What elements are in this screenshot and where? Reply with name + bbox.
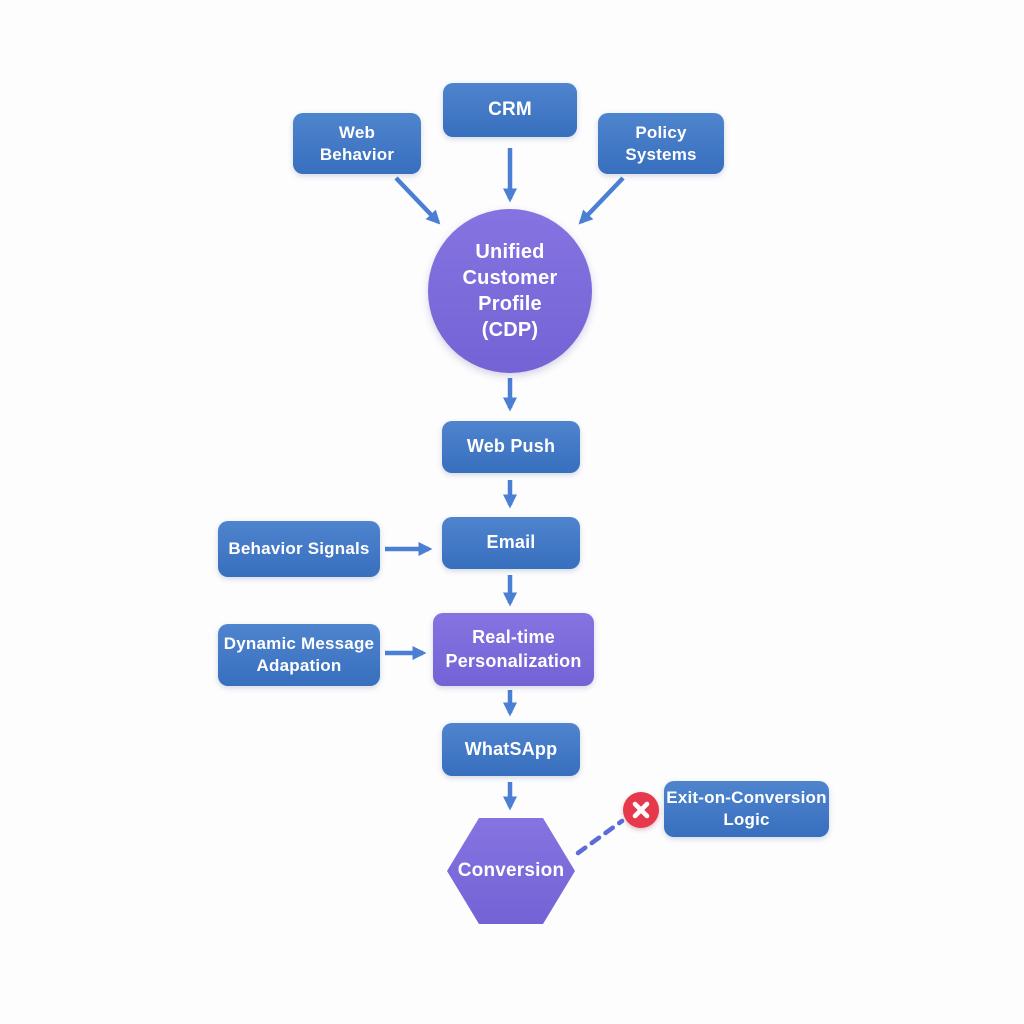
- arrow-web-behavior-to-cdp: [394, 176, 441, 225]
- node-label: (CDP): [481, 319, 539, 341]
- node-label: Conversion: [457, 859, 565, 881]
- node-policy-systems: Policy Systems: [598, 113, 724, 174]
- node-label: Personalization: [445, 650, 582, 671]
- node-label: Email: [486, 532, 536, 553]
- node-web-push: Web Push: [442, 421, 580, 473]
- node-dynamic-message-adapation: Dynamic Message Adapation: [218, 624, 380, 686]
- node-label: CRM: [488, 98, 532, 120]
- node-exit-on-conversion-logic: Exit-on-Conversion Logic: [664, 781, 829, 837]
- node-whatsapp: WhatSApp: [442, 723, 580, 776]
- node-label: Systems: [625, 144, 697, 164]
- node-unified-customer-profile-cdp: Unified Customer Profile (CDP): [428, 209, 592, 373]
- node-label: Adapation: [256, 656, 342, 675]
- node-label: WhatSApp: [464, 738, 558, 759]
- node-behavior-signals: Behavior Signals: [218, 521, 380, 577]
- node-label: Policy: [635, 122, 687, 142]
- node-label: Unified: [475, 241, 545, 263]
- node-label: Web: [338, 122, 376, 142]
- error-x-icon: [623, 792, 659, 828]
- node-label: Behavior: [319, 144, 395, 164]
- node-label: Behavior Signals: [228, 539, 370, 559]
- node-crm: CRM: [443, 83, 577, 137]
- node-web-behavior: Web Behavior: [293, 113, 421, 174]
- node-label: Logic: [723, 810, 770, 829]
- node-label: Real-time: [472, 627, 555, 648]
- arrow-policy-systems-to-cdp: [578, 176, 625, 225]
- node-label: Dynamic Message: [223, 634, 375, 654]
- node-conversion: Conversion: [447, 818, 575, 924]
- x-glyph: [632, 801, 650, 819]
- node-email: Email: [442, 517, 580, 569]
- node-label: Web Push: [466, 436, 556, 457]
- node-realtime-personalization: Real-time Personalization: [433, 613, 594, 686]
- dashed-line-conversion-to-exit-logic: [575, 818, 625, 856]
- node-label: Exit-on-Conversion: [666, 788, 827, 808]
- node-label: Customer Profile: [462, 267, 558, 315]
